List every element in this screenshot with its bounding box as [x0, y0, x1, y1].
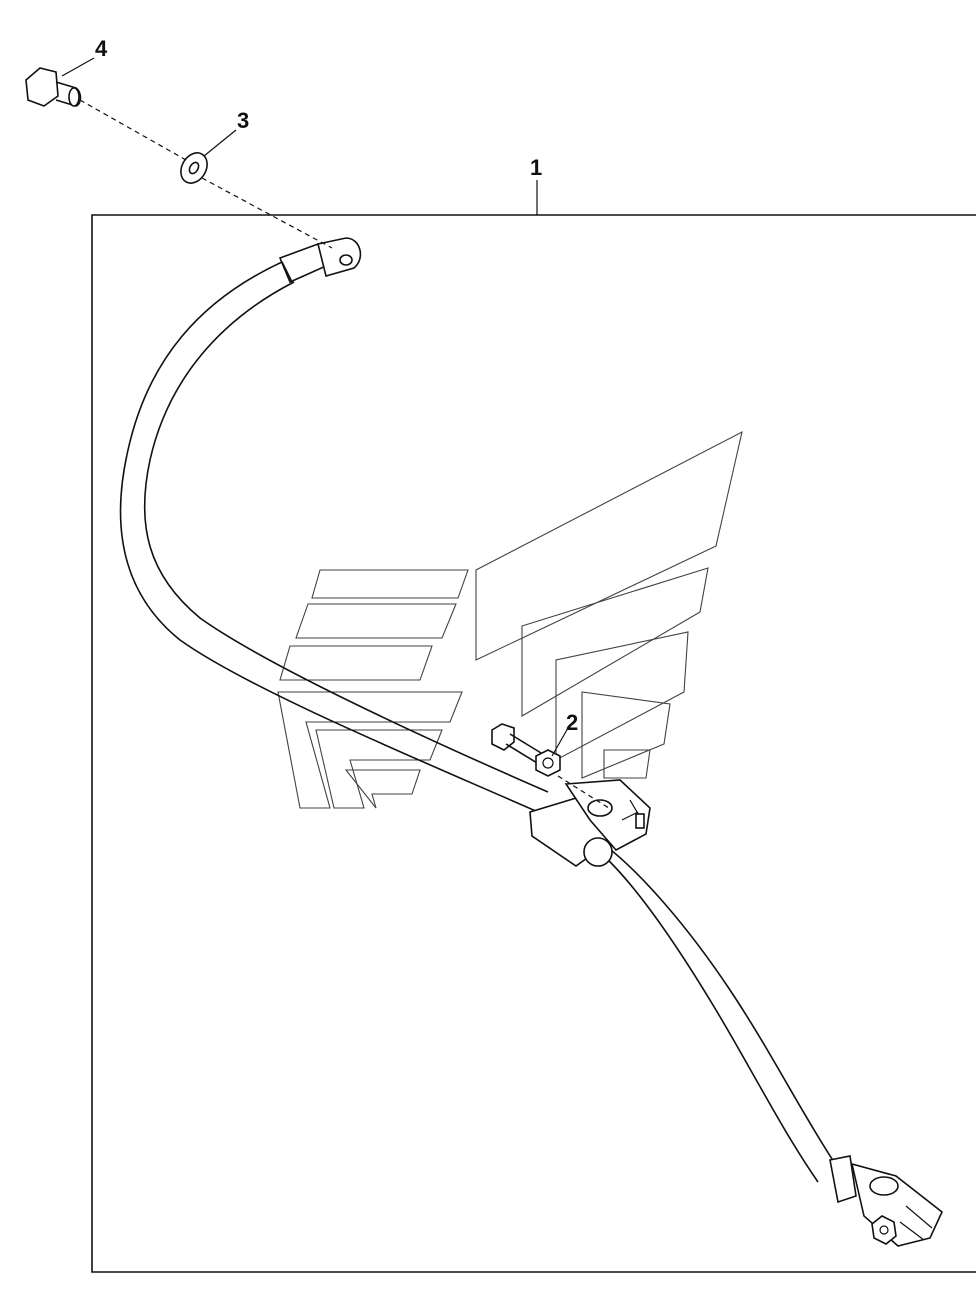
ring-terminal-upper — [278, 237, 362, 284]
battery-cable — [119, 261, 835, 1183]
callout-1-label: 1 — [530, 155, 542, 180]
callout-2-label: 2 — [566, 710, 578, 735]
bolt-item-4 — [25, 67, 82, 107]
leader-line-3 — [203, 129, 237, 157]
callout-4-label: 4 — [95, 36, 108, 61]
callout-3-label: 3 — [237, 108, 249, 133]
assembly-centerline — [79, 99, 333, 249]
leader-line-2 — [551, 727, 569, 757]
leader-line-4 — [61, 57, 95, 77]
watermark-logo — [277, 430, 743, 809]
assembly-frame — [91, 214, 976, 1273]
battery-clamp-lower — [829, 1155, 943, 1247]
assembly-centerline-2 — [557, 775, 613, 811]
battery-clamp-middle — [529, 779, 651, 867]
bolt-nut-item-2 — [491, 723, 561, 777]
washer-item-3 — [180, 152, 208, 184]
